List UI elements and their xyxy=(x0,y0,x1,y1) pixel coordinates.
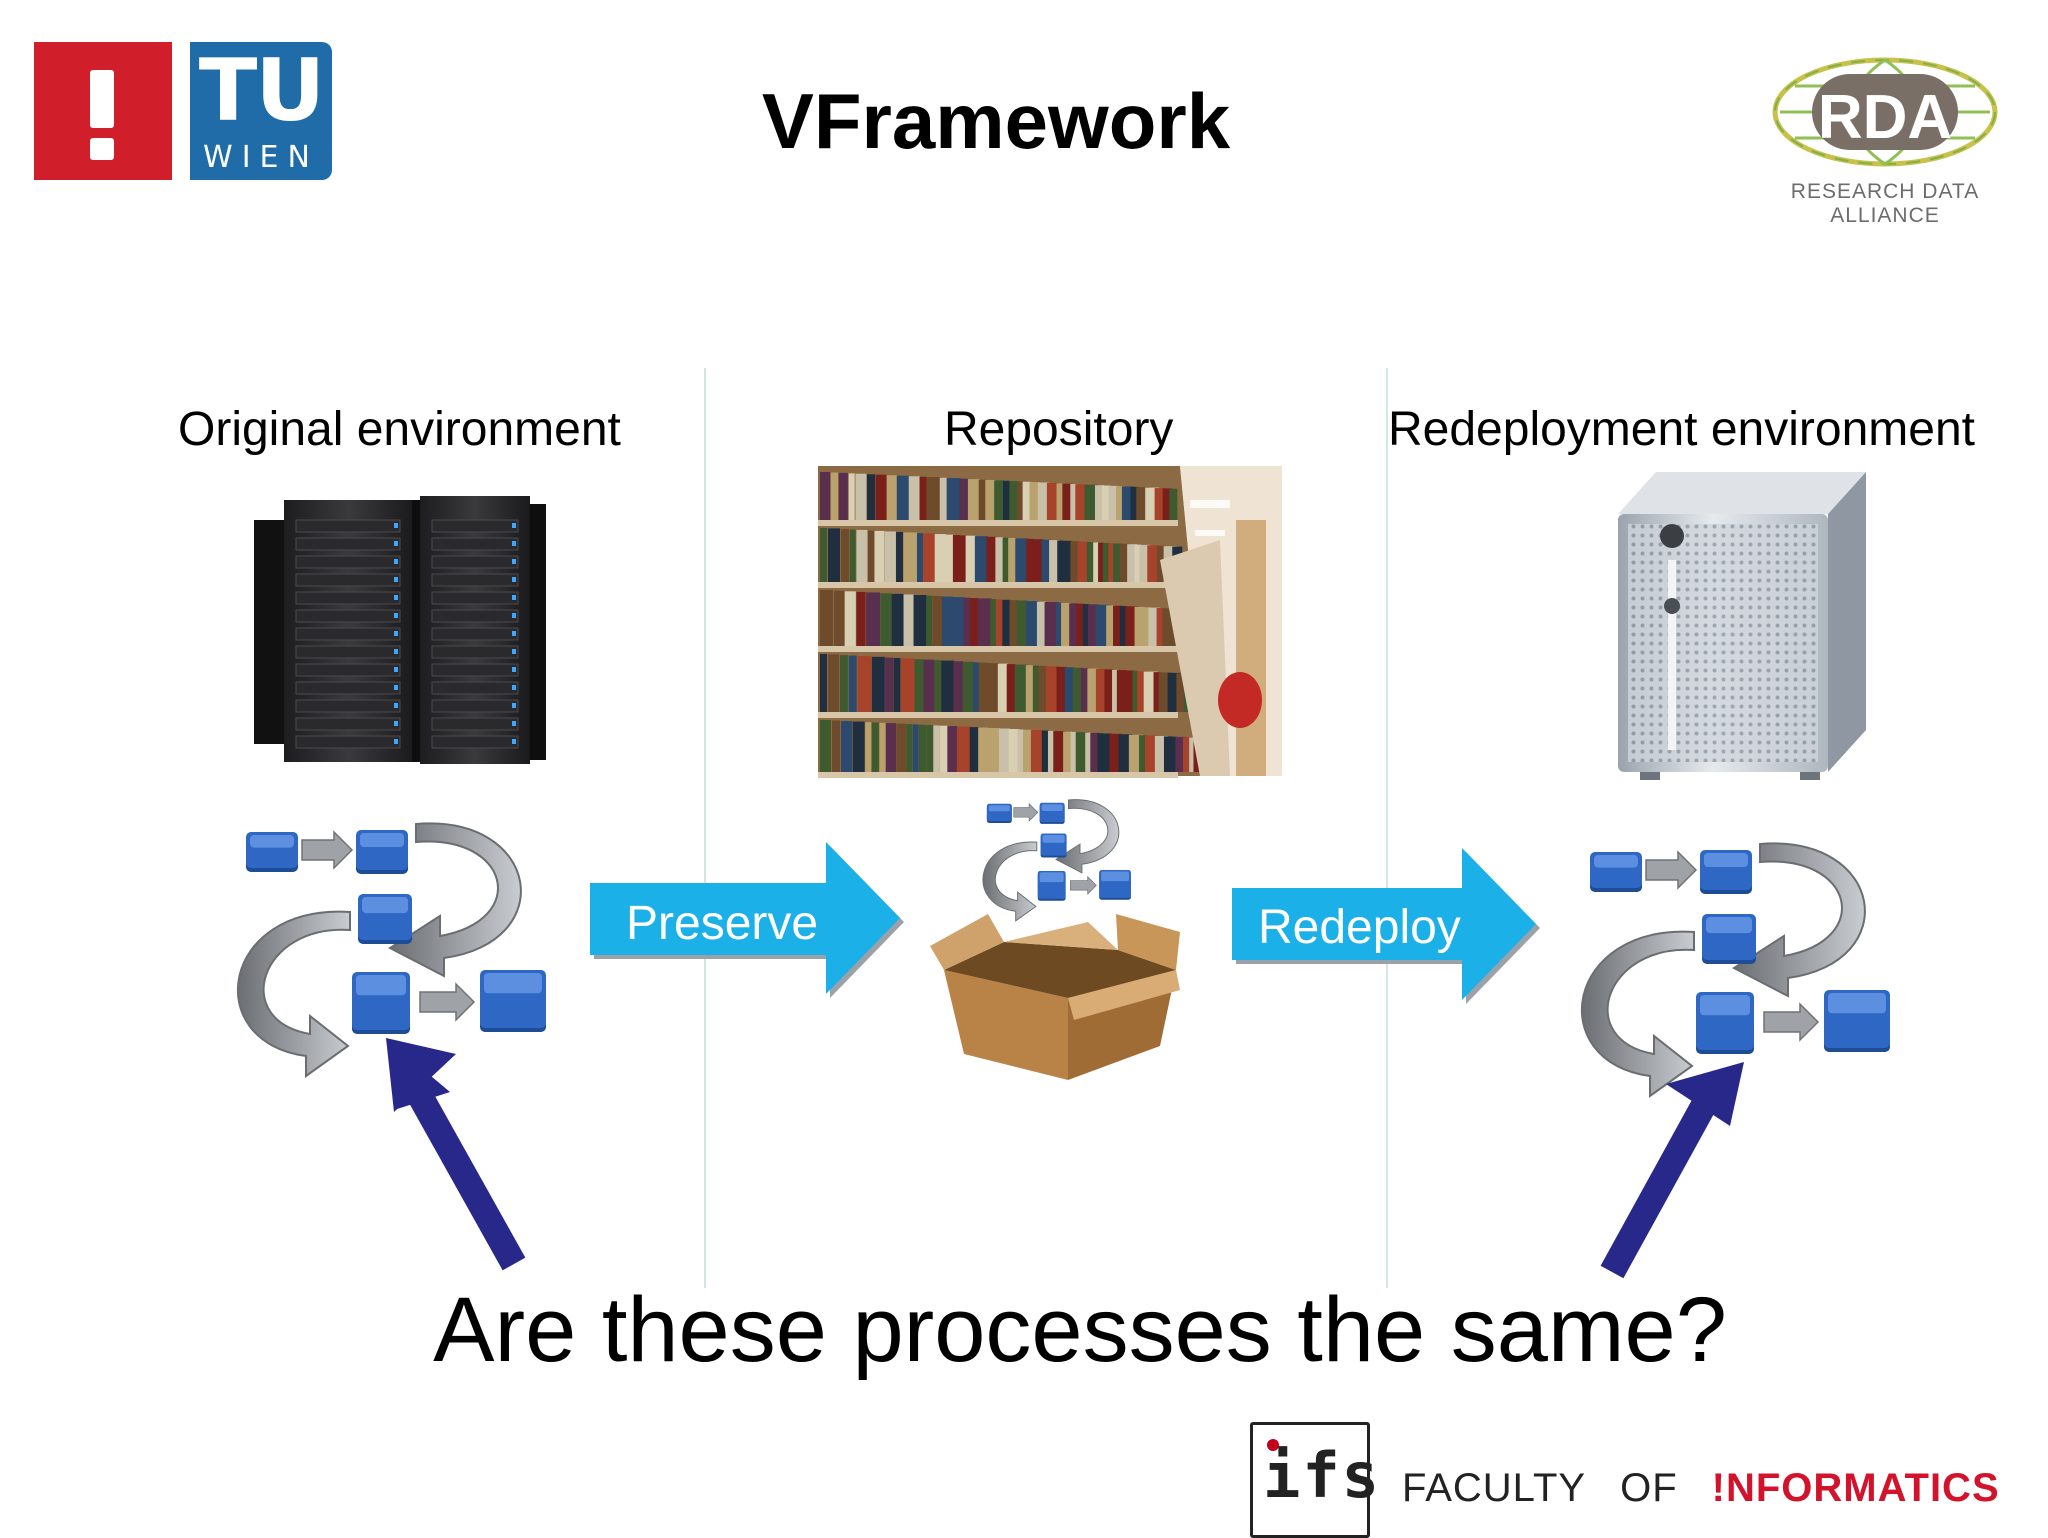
redeploy-arrow xyxy=(1232,848,1540,1004)
redeployment-environment-label: Redeployment environment xyxy=(1388,403,1975,456)
column-divider-right xyxy=(1386,368,1388,1288)
tu-logo-mark: TU xyxy=(198,41,326,141)
faculty-of-informatics-wordmark: FACULTY OF !NFORMATICS xyxy=(1402,1466,2000,1511)
ifs-logo-text: ifs xyxy=(1263,1439,1381,1512)
of-word: OF xyxy=(1620,1466,1678,1510)
preserve-arrow xyxy=(590,842,904,998)
pointer-arrow-right xyxy=(1600,1062,1744,1279)
pointer-arrow-left xyxy=(386,1038,526,1271)
server-rack-icon xyxy=(254,496,546,764)
original-environment-label: Original environment xyxy=(178,403,621,456)
desktop-server-icon xyxy=(1618,472,1866,780)
question-text: Are these processes the same? xyxy=(433,1279,1727,1381)
slide-title: VFramework xyxy=(761,77,1231,165)
tu-wien-logo-exclamation xyxy=(34,42,172,180)
rda-logo: RDA RESEARCH DATA ALLIANCE xyxy=(1760,50,2010,227)
ifs-logo: ifs xyxy=(1250,1422,1379,1538)
process-workflow-packaged xyxy=(982,799,1131,922)
process-workflow-original xyxy=(236,822,546,1078)
redeploy-label: Redeploy xyxy=(1258,901,1461,954)
rda-logo-mark: RDA xyxy=(1818,83,1952,152)
preserve-label: Preserve xyxy=(626,897,819,950)
repository-label: Repository xyxy=(944,403,1174,456)
tu-logo-sub: WIEN xyxy=(203,140,319,175)
faculty-word: FACULTY xyxy=(1402,1466,1587,1510)
library-bookshelf-image xyxy=(818,466,1282,778)
cardboard-box-icon xyxy=(930,914,1180,1080)
process-workflow-redeployed xyxy=(1580,842,1890,1098)
informatics-word: !NFORMATICS xyxy=(1711,1466,2000,1510)
column-divider-left xyxy=(704,368,706,1288)
rda-logo-sub: RESEARCH DATA ALLIANCE xyxy=(1790,180,1980,227)
tu-wien-logo: TU WIEN xyxy=(190,42,332,180)
